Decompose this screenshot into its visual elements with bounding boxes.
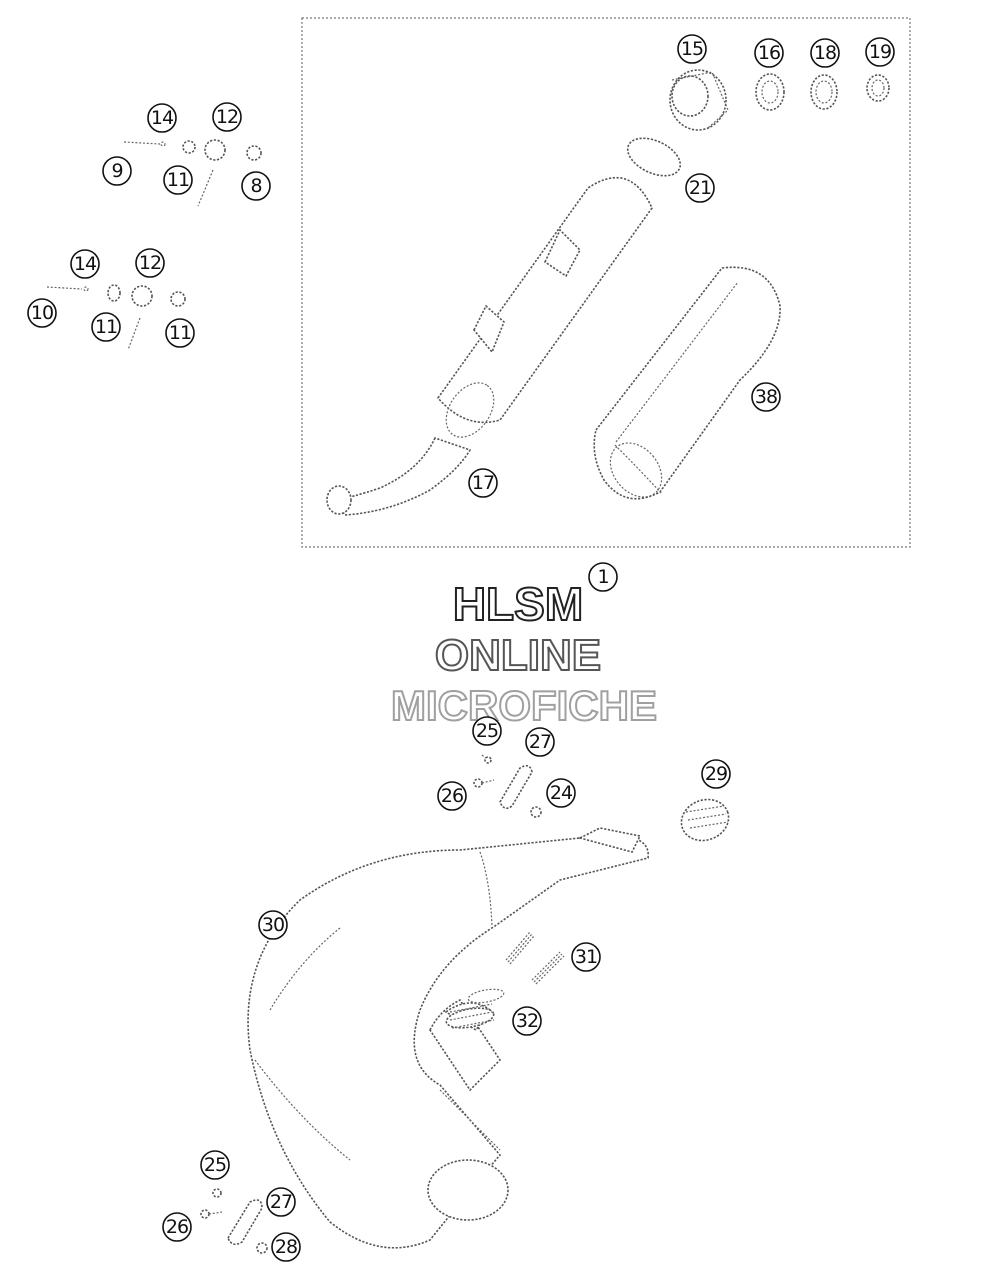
callout-label: 8 — [250, 175, 261, 197]
callout-label: 11 — [95, 316, 117, 338]
callout-31: 31 — [571, 942, 601, 972]
callout-12a: 12 — [212, 102, 242, 132]
callout-32: 32 — [512, 1006, 542, 1036]
callout-19: 19 — [865, 37, 895, 67]
callout-27a: 27 — [525, 727, 555, 757]
callout-label: 18 — [814, 42, 836, 64]
exhaust-joint-part — [680, 798, 730, 842]
callout-18: 18 — [810, 38, 840, 68]
callout-11c: 11 — [165, 318, 195, 348]
callout-24: 24 — [546, 778, 576, 808]
silencer-part — [326, 176, 653, 516]
silencer-seal-part — [626, 137, 682, 177]
exhaust-pipe-part — [247, 827, 649, 1249]
end-cap-part — [669, 69, 729, 131]
callout-38: 38 — [751, 382, 781, 412]
callout-17: 17 — [468, 468, 498, 498]
silencer-assembly-frame — [301, 17, 911, 548]
callout-14a: 14 — [147, 103, 177, 133]
callout-label: 19 — [869, 41, 891, 63]
callout-label: 16 — [758, 42, 780, 64]
mounting-hardware-group-upper — [123, 139, 262, 207]
callout-label: 26 — [441, 785, 463, 807]
callout-label: 29 — [705, 763, 727, 785]
callout-15: 15 — [677, 34, 707, 64]
exhaust-o-rings-part — [445, 988, 505, 1029]
clamp-hardware-group-lower — [200, 1188, 268, 1254]
exhaust-springs-part — [505, 931, 565, 985]
callout-label: 30 — [262, 914, 284, 936]
callout-label: 31 — [575, 946, 597, 968]
callout-label: 14 — [74, 253, 97, 275]
callout-11a: 11 — [163, 165, 193, 195]
mounting-hardware-group-lower — [46, 284, 186, 351]
callout-label: 1 — [597, 566, 608, 588]
callout-label: 12 — [216, 106, 238, 128]
callout-label: 14 — [151, 107, 174, 129]
clamp-hardware-group-upper — [473, 754, 542, 818]
watermark-line-3: MICROFICHE — [391, 682, 657, 729]
callout-label: 11 — [167, 169, 189, 191]
callout-26a: 26 — [437, 781, 467, 811]
callout-1: 1 — [588, 562, 618, 592]
callout-label: 15 — [681, 38, 703, 60]
callout-label: 12 — [139, 252, 161, 274]
callout-12b: 12 — [135, 248, 165, 278]
callout-8: 8 — [241, 171, 271, 201]
callout-16: 16 — [754, 38, 784, 68]
callout-label: 25 — [204, 1154, 226, 1176]
callout-label: 32 — [516, 1010, 538, 1032]
callout-label: 9 — [111, 160, 122, 182]
sealing-ring-part — [755, 73, 785, 111]
callout-14b: 14 — [70, 249, 100, 279]
callout-label: 26 — [166, 1216, 188, 1238]
callout-label: 38 — [755, 386, 777, 408]
o-ring-part — [866, 74, 890, 102]
callout-26b: 26 — [162, 1212, 192, 1242]
callout-label: 11 — [169, 322, 191, 344]
watermark-line-1: HLSM — [453, 578, 583, 630]
callout-29: 29 — [701, 759, 731, 789]
callout-10: 10 — [27, 298, 57, 328]
silencer-sleeve-part — [593, 266, 781, 500]
callout-30: 30 — [258, 910, 288, 940]
callout-label: 27 — [270, 1191, 292, 1213]
callout-label: 21 — [689, 177, 711, 199]
callout-28: 28 — [271, 1232, 301, 1262]
watermark-line-2: ONLINE — [435, 631, 601, 680]
callout-25b: 25 — [200, 1150, 230, 1180]
callout-label: 24 — [550, 782, 573, 804]
callout-25a: 25 — [472, 716, 502, 746]
callout-label: 25 — [476, 720, 498, 742]
callout-9: 9 — [102, 156, 132, 186]
callout-label: 27 — [529, 731, 551, 753]
callout-label: 17 — [472, 472, 494, 494]
callout-11b: 11 — [91, 312, 121, 342]
callout-label: 10 — [31, 302, 53, 324]
callout-27b: 27 — [266, 1187, 296, 1217]
callout-label: 28 — [275, 1236, 297, 1258]
callout-21: 21 — [685, 173, 715, 203]
gasket-ring-part — [810, 74, 838, 110]
